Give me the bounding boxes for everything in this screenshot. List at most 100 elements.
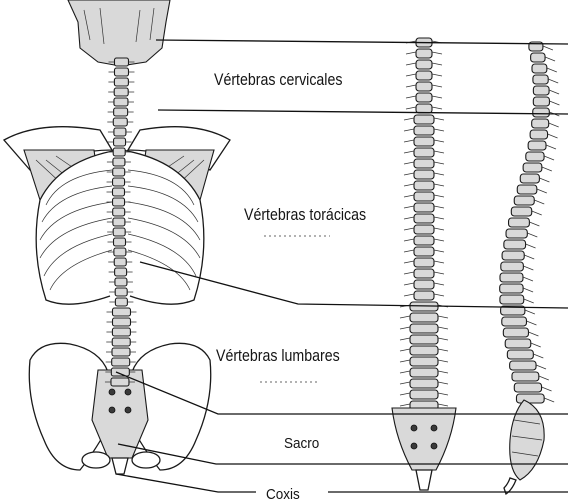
vertebra: [414, 269, 434, 278]
vertebra: [111, 378, 129, 386]
vertebra-process: [539, 178, 549, 182]
label-cervical-vertebrae: Vértebras cervicales: [214, 71, 343, 89]
vertebra-process: [542, 387, 552, 391]
vertebra: [416, 49, 432, 58]
cervical-bottom-line: [158, 110, 568, 114]
vertebra: [517, 185, 537, 194]
vertebra: [531, 53, 545, 62]
vertebra: [113, 178, 125, 186]
vertebra: [113, 148, 125, 156]
vertebra: [532, 64, 547, 73]
vertebra-process: [523, 266, 533, 270]
vertebra: [510, 361, 536, 370]
vertebra: [410, 335, 438, 344]
vertebra: [113, 228, 125, 236]
vertebra: [416, 71, 432, 80]
vertebra: [113, 198, 125, 206]
vertebra: [514, 383, 541, 392]
vertebra: [410, 368, 438, 377]
vertebra: [410, 346, 438, 355]
label-lumbar-vertebrae: Vértebras lumbares: [216, 347, 340, 365]
vertebra-process: [544, 398, 554, 402]
vertebra: [416, 104, 432, 113]
vertebra: [514, 196, 534, 205]
vertebra-process: [544, 156, 554, 160]
lateral-spine-drawing: [500, 42, 560, 494]
vertebra: [416, 60, 432, 69]
vertebra-process: [523, 288, 533, 292]
vertebra-process: [531, 343, 541, 347]
vertebra: [533, 97, 549, 106]
vertebra: [416, 82, 432, 91]
vertebra: [114, 78, 128, 86]
vertebra-process: [525, 310, 535, 314]
vertebra-process: [537, 189, 547, 193]
vertebra: [414, 236, 434, 245]
vertebra: [414, 225, 434, 234]
vertebra: [114, 88, 128, 96]
vertebra: [114, 98, 128, 106]
vertebra: [114, 138, 126, 146]
vertebra: [416, 93, 432, 102]
vertebra: [414, 137, 434, 146]
vertebra: [501, 262, 524, 271]
vertebra: [114, 128, 126, 136]
vertebra: [414, 192, 434, 201]
vertebra: [500, 273, 523, 282]
vertebra: [520, 174, 539, 183]
vertebra: [414, 181, 434, 190]
vertebra: [115, 268, 127, 276]
vertebra-process: [536, 365, 546, 369]
vertebra-process: [542, 167, 552, 171]
vertebra: [112, 308, 130, 316]
vertebra: [111, 368, 129, 376]
vertebra: [112, 328, 130, 336]
vertebra: [114, 248, 126, 256]
vertebra: [509, 218, 530, 227]
vertebra: [114, 108, 128, 116]
vertebra: [503, 328, 528, 337]
vertebra: [115, 298, 127, 306]
vertebra: [113, 118, 127, 126]
vertebra-process: [549, 123, 559, 127]
vertebra: [512, 372, 539, 381]
vertebra: [526, 152, 544, 161]
vertebra: [414, 203, 434, 212]
vertebra: [414, 159, 434, 168]
vertebra: [112, 338, 130, 346]
vertebra: [500, 295, 524, 304]
vertebra: [410, 324, 438, 333]
label-sacrum: Sacro: [284, 435, 319, 452]
vertebra-process: [534, 200, 544, 204]
vertebra-process: [523, 277, 533, 281]
vertebra-process: [543, 46, 553, 50]
vertebra-process: [539, 376, 549, 380]
vertebra: [533, 108, 550, 117]
vertebra-process: [528, 332, 538, 336]
vertebra: [507, 350, 533, 359]
vertebra: [410, 379, 438, 388]
vertebra: [114, 68, 128, 76]
vertebra-process: [549, 90, 559, 94]
vertebra: [414, 280, 434, 289]
vertebra-process: [526, 321, 536, 325]
vertebra-process: [546, 145, 556, 149]
label-coccyx: Coxis: [266, 486, 300, 501]
vertebra: [532, 119, 549, 128]
cervical-top-line: [156, 40, 568, 44]
vertebra: [112, 348, 130, 356]
vertebra: [410, 390, 438, 399]
vertebra: [414, 258, 434, 267]
vertebra-process: [527, 233, 537, 237]
vertebra: [533, 86, 549, 95]
vertebra: [414, 148, 434, 157]
vertebra-process: [524, 255, 534, 259]
vertebra: [533, 75, 548, 84]
vertebra-process: [533, 354, 543, 358]
posterior-skeleton-drawing: [4, 0, 230, 474]
vertebra: [502, 317, 527, 326]
vertebra: [530, 130, 547, 139]
vertebra: [502, 251, 524, 260]
vertebra-process: [524, 299, 534, 303]
